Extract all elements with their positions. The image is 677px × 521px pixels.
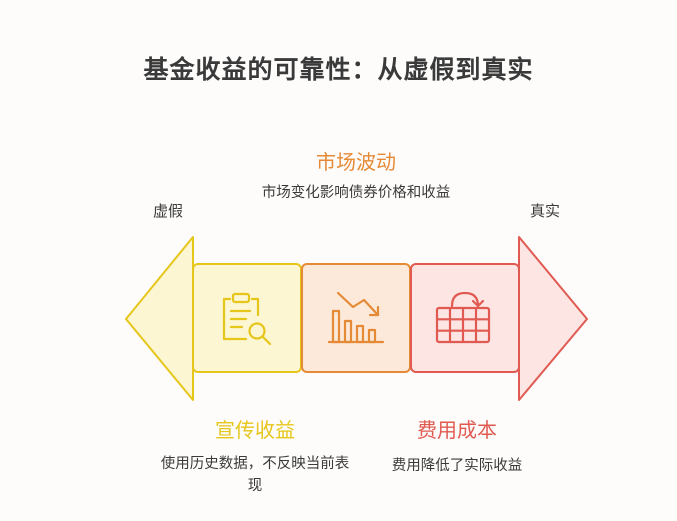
clipboard-magnifier-icon bbox=[222, 292, 272, 346]
section-box-fees bbox=[410, 263, 520, 373]
right-end-label: 真实 bbox=[529, 202, 560, 220]
section-desc-market: 市场变化影响债券价格和收益 bbox=[261, 185, 451, 201]
section-desc-fees: 费用降低了实际收益 bbox=[391, 458, 523, 474]
left-arrow-head bbox=[125, 236, 194, 401]
section-box-promo bbox=[192, 263, 302, 373]
right-arrow-head bbox=[518, 236, 588, 401]
section-desc-promo: 使用历史数据，不反映当前表现 bbox=[160, 456, 350, 494]
page-title: 基金收益的可靠性：从虚假到真实 bbox=[143, 55, 534, 84]
section-heading-fees: 费用成本 bbox=[417, 418, 497, 442]
declining-bar-chart-icon bbox=[327, 291, 385, 344]
left-end-label: 虚假 bbox=[152, 202, 183, 220]
section-box-market bbox=[301, 263, 411, 373]
section-heading-promo: 宣传收益 bbox=[215, 418, 295, 442]
section-heading-market: 市场波动 bbox=[316, 150, 396, 174]
exchange-grid-icon bbox=[435, 291, 491, 344]
